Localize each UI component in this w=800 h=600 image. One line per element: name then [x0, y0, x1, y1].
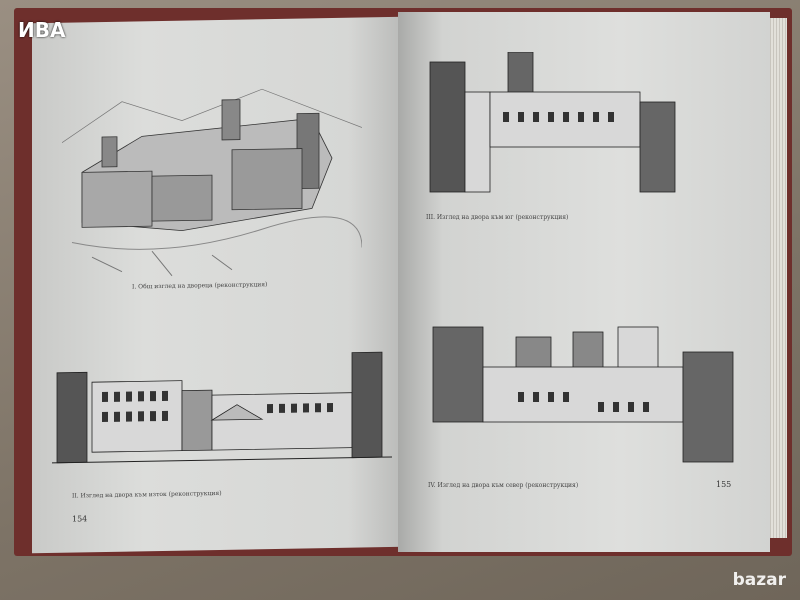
page-number-left: 154	[72, 514, 88, 524]
figure-caption-1: I. Общ изглед на двореца (реконструкция)	[132, 281, 268, 291]
figure-caption-4: IV. Изглед на двора към север (реконстру…	[428, 482, 579, 489]
right-page: III. Изглед на двора към юг (реконструкц…	[398, 12, 770, 552]
watermark: ИВА	[18, 18, 66, 42]
figure-caption-3: III. Изглед на двора към юг (реконструкц…	[426, 214, 569, 221]
figure-caption-2: II. Изглед на двора към изток (реконстру…	[72, 489, 222, 500]
palace-overview-drawing	[62, 88, 362, 277]
site-logo: bazar	[732, 570, 786, 590]
courtyard-east-drawing	[52, 351, 392, 464]
left-page: I. Общ изглед на двореца (реконструкция)…	[32, 16, 404, 554]
page-edges	[765, 18, 787, 538]
courtyard-south-drawing	[429, 52, 676, 193]
page-number-right: 155	[716, 480, 732, 489]
courtyard-north-drawing	[432, 326, 734, 463]
